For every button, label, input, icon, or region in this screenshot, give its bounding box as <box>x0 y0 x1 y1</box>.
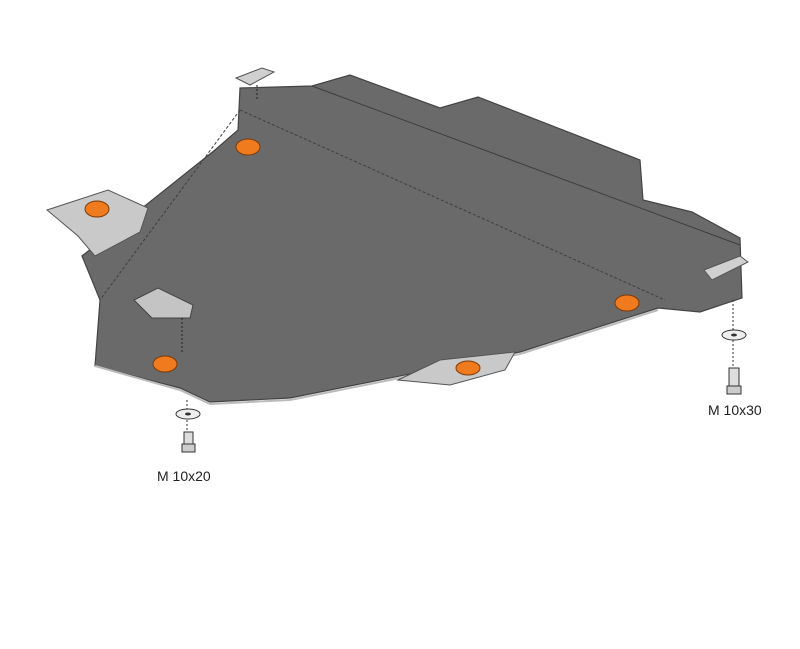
top-bracket <box>234 67 276 86</box>
mount-hole <box>455 360 481 376</box>
bolt-right <box>721 300 747 395</box>
plate-lower-edge <box>94 309 659 406</box>
mount-hole <box>84 200 110 218</box>
mount-hole <box>235 138 261 156</box>
mount-hole <box>614 294 640 312</box>
inner-bracket <box>133 287 194 319</box>
fold-line <box>311 85 741 246</box>
fold-line <box>99 109 241 301</box>
fold-line <box>239 109 666 301</box>
bolt-left-label: M 10x20 <box>157 468 211 484</box>
bolt-right-label: M 10x30 <box>708 402 762 418</box>
bolt-left <box>175 400 201 453</box>
right-bracket <box>703 255 749 281</box>
skid-plate <box>81 74 743 403</box>
mount-hole <box>152 355 178 373</box>
left-bracket <box>45 189 149 257</box>
